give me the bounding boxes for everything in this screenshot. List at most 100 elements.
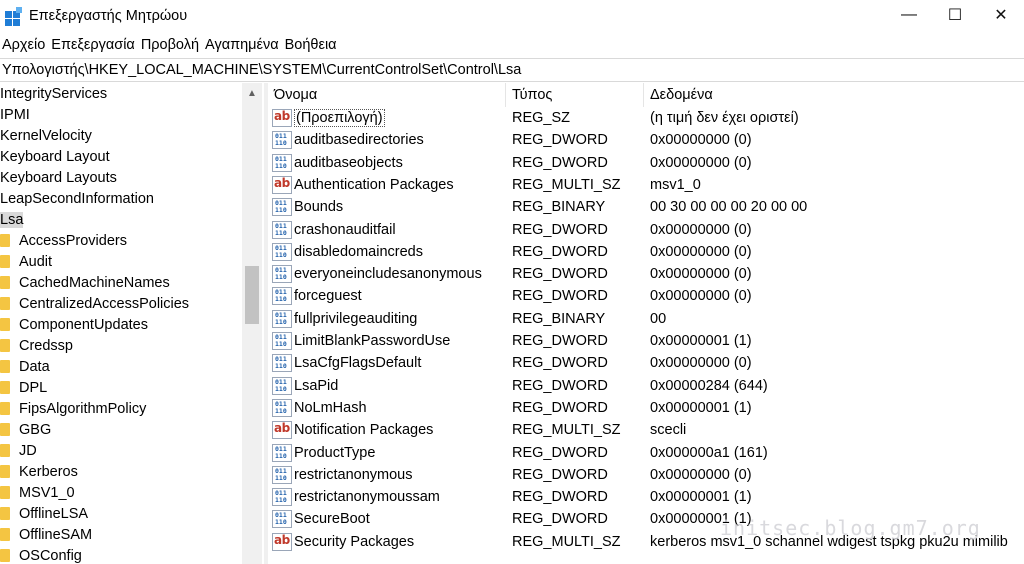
scroll-up-icon[interactable]: ▲ [247,87,257,99]
tree-item[interactable]: FipsAlgorithmPolicy [0,398,146,419]
tree-item[interactable]: MSV1_0 [0,482,75,503]
icon-glyph: 011 110 [275,466,287,482]
folder-icon [0,318,10,331]
maximize-button[interactable]: ☐ [947,7,963,24]
folder-icon [0,339,10,352]
value-data: 0x00000000 (0) [650,154,752,171]
value-type: REG_SZ [512,110,571,126]
pane-splitter[interactable] [264,83,268,564]
binary-value-icon: 011 110 [272,465,292,484]
value-name: LsaCfgFlagsDefault [294,355,422,372]
value-type: REG_DWORD [512,288,608,305]
menu-help[interactable]: Βοήθεια [284,37,337,53]
tree-item[interactable]: LeapSecondInformation [0,188,154,209]
menu-favorites[interactable]: Αγαπημένα [205,37,279,53]
tree-item[interactable]: Data [0,356,50,377]
column-header-type[interactable]: Τύπος [512,87,553,103]
column-divider[interactable] [505,83,506,107]
tree-item[interactable]: Lsa [0,209,24,230]
tree-item[interactable]: GBG [0,419,51,440]
tree-item[interactable]: ComponentUpdates [0,314,148,335]
tree-item[interactable]: Audit [0,251,52,272]
tree-item[interactable]: AccessProviders [0,230,127,251]
menu-file[interactable]: Αρχείο [2,37,46,53]
folder-icon [0,276,10,289]
value-name: LsaPid [294,377,339,394]
value-type: REG_DWORD [512,243,608,260]
icon-glyph: 011 110 [275,355,287,371]
icon-glyph: ab [274,175,290,190]
menu-view[interactable]: Προβολή [140,37,200,53]
window-title: Επεξεργαστής Μητρώου [29,8,188,24]
tree-item[interactable]: CentralizedAccessPolicies [0,293,189,314]
tree-item-label: IntegrityServices [0,85,108,102]
value-data: 0x000000a1 (161) [650,444,768,461]
tree-item-label: OfflineLSA [19,505,89,522]
string-value-icon: ab [272,421,292,440]
value-type: REG_MULTI_SZ [512,422,621,439]
tree-item[interactable]: IntegrityServices [0,83,107,104]
binary-value-icon: 011 110 [272,354,292,373]
scroll-thumb[interactable] [245,266,259,324]
tree-item[interactable]: Keyboard Layouts [0,167,117,188]
tree-item[interactable]: OSConfig [0,545,82,564]
value-type: REG_DWORD [512,333,608,349]
address-bar[interactable]: Υπολογιστής\HKEY_LOCAL_MACHINE\SYSTEM\Cu… [0,58,1024,82]
binary-value-icon: 011 110 [272,131,292,150]
tree-item[interactable]: DPL [0,377,47,398]
menu-edit[interactable]: Επεξεργασία [51,37,135,53]
column-header-name[interactable]: Όνομα [274,87,318,103]
tree-item[interactable]: JD [0,440,37,461]
tree-item-label: LeapSecondInformation [0,190,154,207]
tree-item[interactable]: Kerberos [0,461,78,482]
tree-item[interactable]: Keyboard Layout [0,146,110,167]
minimize-button[interactable]: — [901,6,917,23]
value-row[interactable]: ab(Προεπιλογή)REG_SZ(η τιμή δεν έχει ορι… [268,107,1024,129]
title-bar: Επεξεργαστής Μητρώου — ☐ ✕ [0,0,1024,32]
value-data: scecli [650,422,687,439]
icon-glyph: 011 110 [275,288,287,304]
tree-item[interactable]: CachedMachineNames [0,272,170,293]
tree-item[interactable]: OfflineLSA [0,503,88,524]
tree-item-label: Audit [19,253,53,270]
tree-item[interactable]: KernelVelocity [0,125,92,146]
icon-glyph: 011 110 [275,399,287,415]
tree-item-label: OfflineSAM [19,526,93,543]
tree-scrollbar[interactable]: ▲ [242,83,262,564]
tree-item[interactable]: IPMI [0,104,30,125]
value-data: 0x00000000 (0) [650,266,752,283]
value-type: REG_MULTI_SZ [512,533,621,550]
binary-value-icon: 011 110 [272,153,292,172]
value-type: REG_BINARY [512,199,606,216]
folder-icon [0,507,10,520]
column-divider[interactable] [643,83,644,107]
tree-item[interactable]: Credssp [0,335,73,356]
column-header-data[interactable]: Δεδομένα [650,87,713,103]
close-button[interactable]: ✕ [994,7,1008,24]
tree-item[interactable]: OfflineSAM [0,524,92,545]
value-name-cell: ab(Προεπιλογή) [272,107,385,129]
